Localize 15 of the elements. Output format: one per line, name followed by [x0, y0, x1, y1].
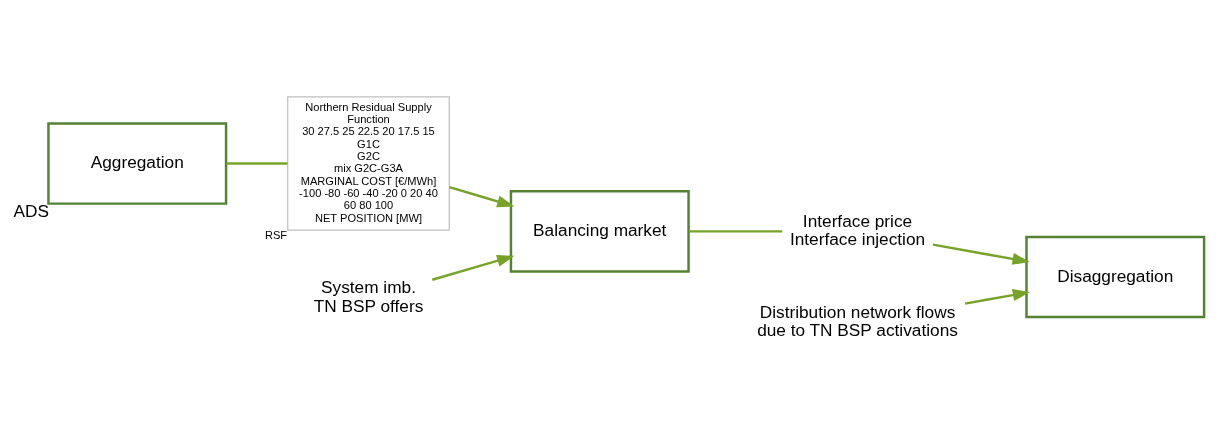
- node-text: Distribution network flows due to TN BSP activations: [757, 301, 958, 341]
- arrow: [964, 289, 1031, 305]
- node-box: Balancing market: [509, 190, 690, 273]
- node-box: Northern Residual Supply Function 30 27.5 25 22.5 20 17.5 15 G1C G2C mix G2C-G3A MARGINAL COST [€/MWh] -100 -80 -60 -40 -20 0 20 40 60 80 100 NET POSITION [MW]: [287, 96, 450, 231]
- arrow: [449, 185, 515, 208]
- node-box: Disaggregation: [1025, 235, 1206, 319]
- node-label: RSF: [264, 229, 288, 242]
- connector: [226, 162, 288, 165]
- node-box: Aggregation: [47, 122, 228, 205]
- node-text: Interface price Interface injection: [789, 210, 926, 250]
- arrow: [431, 254, 515, 281]
- arrow: [932, 243, 1030, 265]
- node-text: System imb. TN BSP offers: [313, 277, 424, 316]
- node-label: ADS: [13, 201, 49, 222]
- connector: [688, 230, 783, 233]
